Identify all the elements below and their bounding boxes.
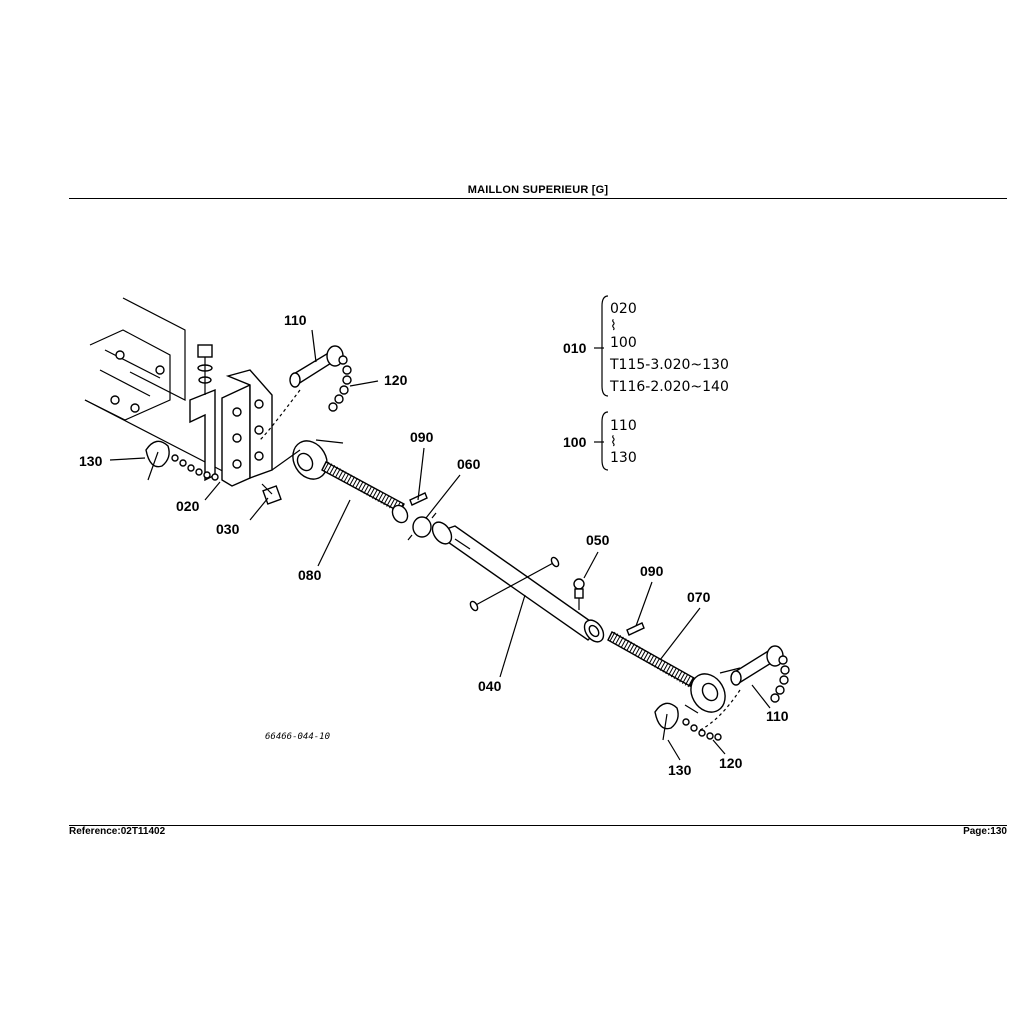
page-number: Page:130 bbox=[963, 826, 1007, 837]
legend-100-line-3: 130 bbox=[610, 450, 637, 466]
grease-nipple-050 bbox=[573, 578, 585, 610]
pin-110-top bbox=[289, 345, 344, 388]
legend-010-line-2: ⌇ bbox=[610, 318, 617, 334]
lynch-pin-130-left bbox=[145, 440, 219, 481]
chain-120-top bbox=[328, 355, 352, 412]
legend-assembly-010: 010 020 ⌇ 100 T115-3.020~130 T116-2.020~… bbox=[563, 295, 729, 397]
roll-pin-090-lower bbox=[626, 622, 645, 636]
drawing-code: 66466-044-10 bbox=[265, 732, 330, 742]
callout-110-top: 110 bbox=[284, 312, 307, 328]
legend-010-line-4: T115-3.020~130 bbox=[609, 357, 729, 373]
lynch-pin-130-lower bbox=[654, 702, 722, 741]
callout-080: 080 bbox=[298, 567, 322, 583]
callout-020: 020 bbox=[176, 498, 200, 514]
callout-120-top: 120 bbox=[384, 372, 408, 388]
legend-010-label: 010 bbox=[563, 340, 587, 356]
footer-rule bbox=[69, 825, 1007, 826]
callout-030: 030 bbox=[216, 521, 240, 537]
legend-100-line-2: ⌇ bbox=[610, 434, 617, 450]
bolt-stack bbox=[197, 344, 213, 395]
frame-plate bbox=[84, 297, 241, 481]
callout-040: 040 bbox=[478, 678, 502, 694]
callout-120-lower: 120 bbox=[719, 755, 743, 771]
callout-130-lower: 130 bbox=[668, 762, 692, 778]
ball-joint-080 bbox=[271, 439, 409, 524]
callout-110-lower: 110 bbox=[766, 708, 789, 724]
callout-090-top: 090 bbox=[410, 429, 434, 445]
legend-assembly-100: 100 110 ⌇ 130 bbox=[563, 411, 637, 471]
callout-130-left: 130 bbox=[79, 453, 103, 469]
leader-lines bbox=[109, 329, 771, 761]
page-title: MAILLON SUPERIEUR [G] bbox=[467, 184, 609, 196]
header-rule bbox=[69, 198, 1007, 199]
legend-010-line-5: T116-2.020~140 bbox=[609, 379, 729, 395]
nut-060 bbox=[407, 512, 437, 541]
pin-110-lower bbox=[730, 645, 790, 703]
callout-060: 060 bbox=[457, 456, 481, 472]
ball-joint-070 bbox=[607, 631, 741, 714]
callout-070: 070 bbox=[687, 589, 711, 605]
callout-090-lower: 090 bbox=[640, 563, 664, 579]
legend-100-label: 100 bbox=[563, 434, 587, 450]
callout-050: 050 bbox=[586, 532, 610, 548]
reference-label: Reference:02T11402 bbox=[69, 826, 166, 837]
legend-010-line-3: 100 bbox=[610, 335, 637, 351]
bracket-020 bbox=[189, 369, 273, 487]
legend-100-line-1: 110 bbox=[610, 418, 637, 434]
legend-010-line-1: 020 bbox=[610, 301, 637, 317]
tube-040 bbox=[431, 521, 605, 643]
